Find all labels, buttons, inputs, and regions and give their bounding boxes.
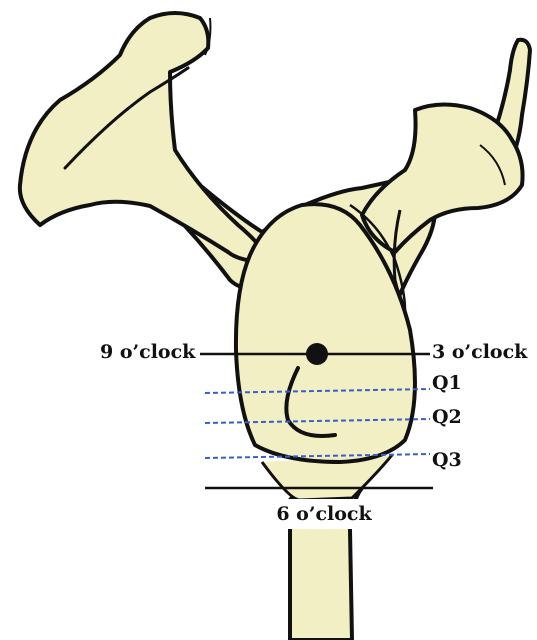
label-q3: Q3 (432, 451, 462, 470)
label-q1: Q1 (432, 374, 462, 393)
label-q2: Q2 (432, 408, 462, 427)
acromion (20, 13, 270, 262)
label-9-oclock: 9 o’clock (100, 343, 195, 362)
label-3-oclock: 3 o’clock (432, 343, 527, 362)
coracoid-process (362, 104, 523, 252)
label-6-oclock: 6 o’clock (260, 499, 388, 529)
glenoid-center-dot (306, 343, 328, 365)
